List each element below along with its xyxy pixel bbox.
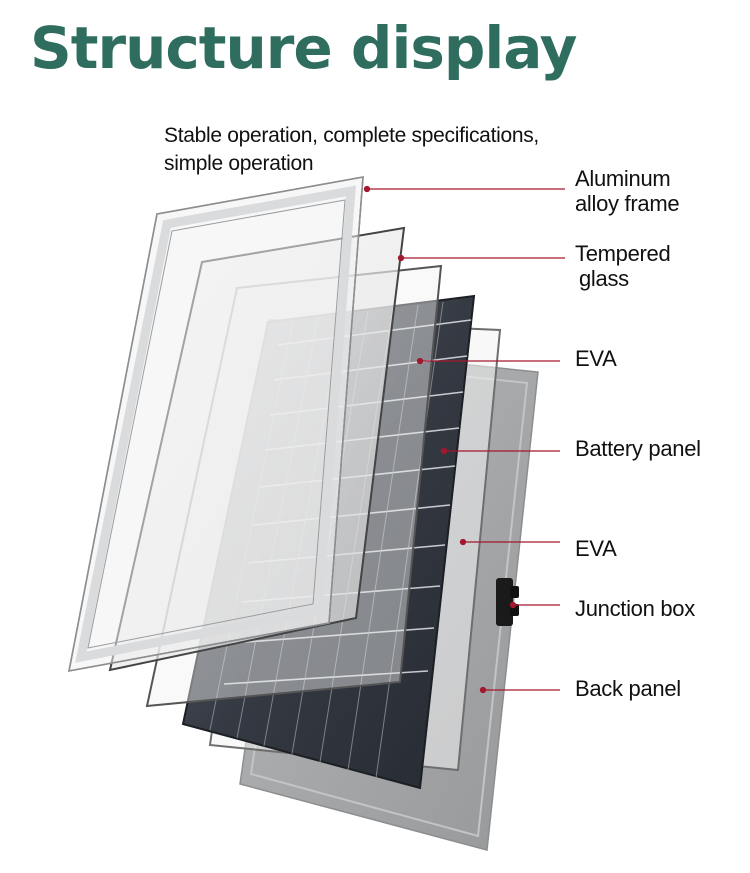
aluminum-frame-layer [68, 176, 364, 672]
label-eva-rear: EVA [575, 536, 617, 561]
leader-lines [363, 185, 565, 694]
label-battery-panel: Battery panel [575, 436, 701, 461]
subtitle-line-1: Stable operation, complete specification… [164, 124, 539, 147]
label-tempered-glass: Tempered glass [575, 241, 671, 291]
page-title: Structure display [30, 14, 577, 82]
label-aluminum-alloy-frame: Aluminum alloy frame [575, 166, 680, 216]
subtitle-line-2: simple operation [164, 152, 314, 175]
label-junction-box: Junction box [575, 596, 695, 621]
label-eva-front: EVA [575, 346, 617, 371]
subtitle: Stable operation, complete specification… [164, 122, 539, 178]
label-back-panel: Back panel [575, 676, 681, 701]
